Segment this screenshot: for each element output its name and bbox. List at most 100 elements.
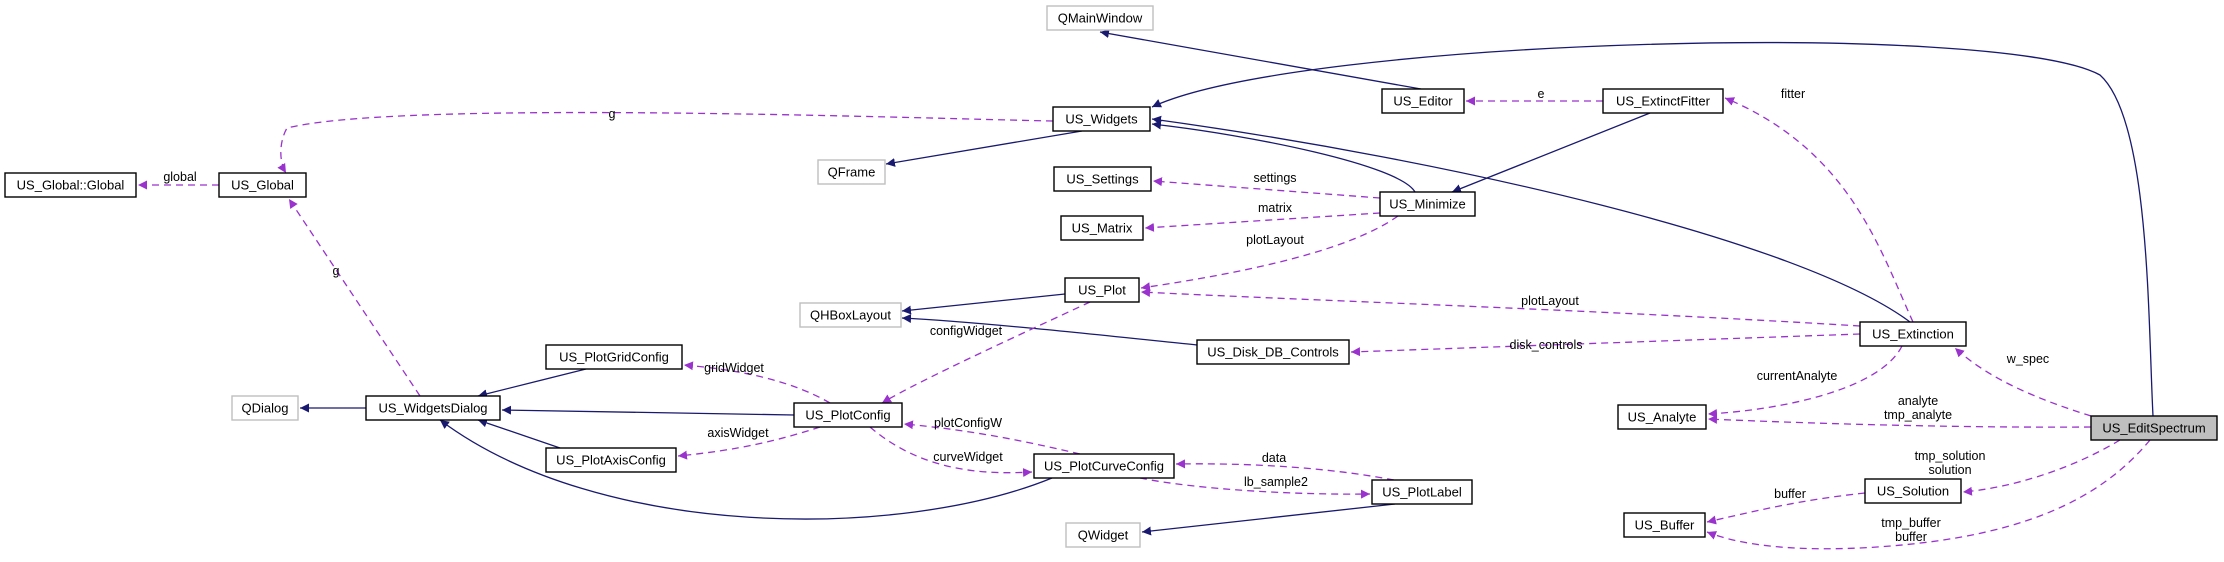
edge-minimize-matrix <box>1144 212 1381 232</box>
class-node-us-plotaxisconfig[interactable]: US_PlotAxisConfig <box>545 447 677 473</box>
edge-plotgrid-widgetsdialog <box>477 368 587 399</box>
class-box <box>2090 415 2218 441</box>
class-box <box>231 395 299 421</box>
class-label: QFrame <box>828 165 876 180</box>
class-label: US_PlotCurveConfig <box>1044 459 1164 474</box>
edge-plot-plotconfig-label: configWidget <box>930 324 1003 338</box>
edge-plotcurve-plotlabel-label: lb_sample2 <box>1244 475 1308 489</box>
class-node-us-settings[interactable]: US_Settings <box>1053 166 1152 192</box>
edge-solution-buffer <box>1706 492 1866 525</box>
class-label: US_PlotLabel <box>1382 485 1462 500</box>
edge-widgets-global <box>277 111 1054 174</box>
class-node-us-widgetsdialog[interactable]: US_WidgetsDialog <box>365 395 501 421</box>
class-node-us-editor[interactable]: US_Editor <box>1381 88 1465 114</box>
class-box <box>793 402 903 428</box>
edge-minimize-matrix-label: matrix <box>1258 201 1293 215</box>
edge-extinction-extinctfitter <box>1724 97 1914 323</box>
class-node-us-plotlabel[interactable]: US_PlotLabel <box>1371 479 1473 505</box>
edge-minimize-extinctfitter <box>1451 112 1651 193</box>
class-node-us-global-global[interactable]: US_Global::Global <box>4 172 137 198</box>
class-node-qhboxlayout[interactable]: QHBoxLayout <box>799 302 902 328</box>
class-node-us-buffer[interactable]: US_Buffer <box>1623 512 1706 538</box>
edge-minimize-widgets <box>1151 120 1416 193</box>
edge-plotconfig-plotaxis-label: axisWidget <box>707 426 769 440</box>
class-box <box>1046 5 1154 31</box>
edge-extinction-extinctfitter-label: fitter <box>1781 87 1805 101</box>
class-label: US_Editor <box>1393 94 1453 109</box>
edge-editspectrum-buffer <box>1706 439 2151 550</box>
class-node-us-analyte[interactable]: US_Analyte <box>1617 404 1707 430</box>
edge-plotcurve-plotconfig <box>903 420 1081 455</box>
edge-extinction-widgets <box>1151 115 1911 323</box>
class-box <box>1623 512 1706 538</box>
class-node-us-matrix[interactable]: US_Matrix <box>1060 215 1144 241</box>
class-node-us-extinctfitter[interactable]: US_ExtinctFitter <box>1602 88 1724 114</box>
edge-plotconfig-widgetsdialog <box>501 405 795 416</box>
class-label: QDialog <box>242 401 289 416</box>
edge-editor-qmainwindow <box>1099 29 1422 90</box>
class-label: US_Disk_DB_Controls <box>1207 345 1339 360</box>
class-label: US_EditSpectrum <box>2102 421 2205 436</box>
edge-extinction-plot-label: plotLayout <box>1521 294 1579 308</box>
class-box <box>1379 191 1476 217</box>
edge-minimize-plot-label: plotLayout <box>1246 233 1304 247</box>
edge-solution-buffer-label: buffer <box>1774 487 1806 501</box>
class-label: US_Buffer <box>1635 518 1695 533</box>
class-node-us-plotcurveconfig[interactable]: US_PlotCurveConfig <box>1033 453 1175 479</box>
class-node-qmainwindow[interactable]: QMainWindow <box>1046 5 1154 31</box>
edge-minimize-plot <box>1140 215 1399 292</box>
edge-minimize-settings-label: settings <box>1253 171 1296 185</box>
class-node-us-extinction[interactable]: US_Extinction <box>1859 321 1967 347</box>
edge-plotconfig-plotcurve-label: curveWidget <box>933 450 1003 464</box>
edge-plot-qhboxlayout <box>901 293 1066 315</box>
edge-widgetsdialog-global <box>288 198 421 397</box>
class-node-us-plot[interactable]: US_Plot <box>1064 277 1140 303</box>
edge-extinctfitter-editor-label: e <box>1538 87 1545 101</box>
class-box <box>1052 106 1151 132</box>
class-box <box>1033 453 1175 479</box>
edge-diskdb-qhboxlayout <box>901 313 1198 346</box>
class-node-us-widgets[interactable]: US_Widgets <box>1052 106 1151 132</box>
class-label: US_Minimize <box>1389 197 1466 212</box>
class-node-qframe[interactable]: QFrame <box>817 159 886 185</box>
class-label: US_Global::Global <box>17 178 125 193</box>
class-node-us-editspectrum[interactable]: US_EditSpectrum <box>2090 415 2218 441</box>
class-node-us-plotgridconfig[interactable]: US_PlotGridConfig <box>545 344 683 370</box>
edge-plot-plotconfig <box>881 301 1091 404</box>
class-node-us-minimize[interactable]: US_Minimize <box>1379 191 1476 217</box>
class-label: US_Extinction <box>1872 327 1954 342</box>
edge-plotlabel-plotcurve <box>1175 459 1395 481</box>
class-box <box>1060 215 1144 241</box>
class-label: US_Global <box>231 178 294 193</box>
class-box <box>1381 88 1465 114</box>
edge-plotcurve-plotconfig-label: plotConfigW <box>934 416 1002 430</box>
class-node-us-global[interactable]: US_Global <box>218 172 307 198</box>
edge-plotconfig-plotgrid-label: gridWidget <box>704 361 764 375</box>
edges-layer <box>138 29 2154 550</box>
edge-widgetsdialog-global-label: g <box>333 264 340 278</box>
class-node-us-solution[interactable]: US_Solution <box>1864 478 1962 504</box>
edge-plotconfig-plotcurve <box>869 426 1033 478</box>
class-box <box>1196 339 1350 365</box>
class-label: US_WidgetsDialog <box>378 401 487 416</box>
class-box <box>545 344 683 370</box>
edge-minimize-settings <box>1152 177 1381 199</box>
edge-plotcurve-plotlabel <box>1139 477 1371 499</box>
edge-widgets-qframe <box>885 130 1083 167</box>
class-node-qwidget[interactable]: QWidget <box>1065 522 1141 548</box>
edge-editspectrum-extinction-label: w_spec <box>2006 352 2049 366</box>
class-box <box>218 172 307 198</box>
class-box <box>1859 321 1967 347</box>
class-node-us-plotconfig[interactable]: US_PlotConfig <box>793 402 903 428</box>
edge-plotconfig-plotgrid <box>683 361 831 404</box>
class-box <box>545 447 677 473</box>
class-box <box>799 302 902 328</box>
class-node-us-disk-db-controls[interactable]: US_Disk_DB_Controls <box>1196 339 1350 365</box>
class-label: US_PlotConfig <box>805 408 890 423</box>
class-node-qdialog[interactable]: QDialog <box>231 395 299 421</box>
